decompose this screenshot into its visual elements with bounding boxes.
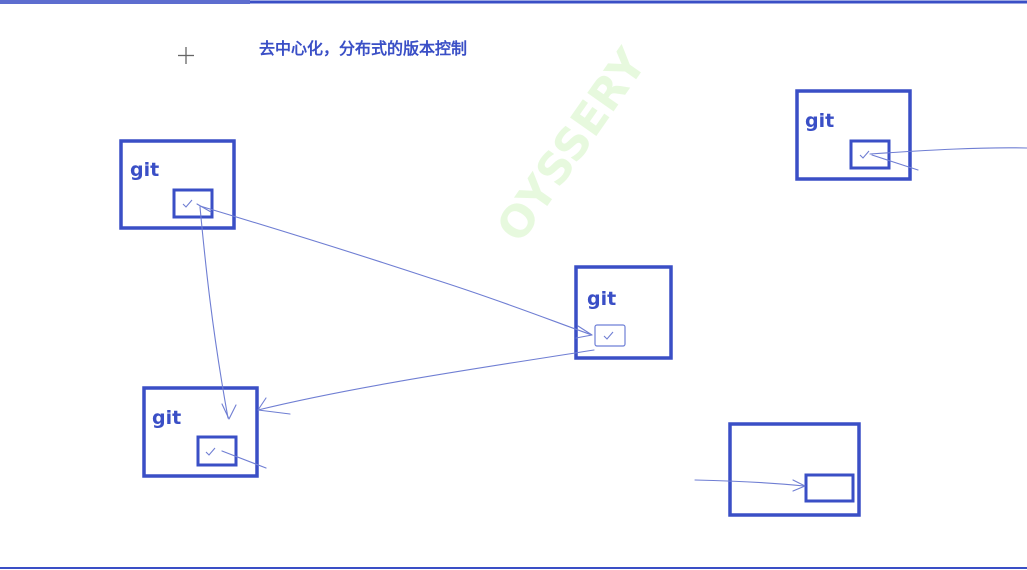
git-node-top-right: git — [795, 89, 912, 181]
arrowhead-icon — [221, 403, 237, 420]
arrow-into-bottomright — [694, 479, 805, 487]
git-node-middle: git — [574, 265, 673, 360]
arrow-topleft-to-middle — [199, 205, 593, 336]
git-node-top-left: git — [119, 139, 236, 230]
arrowhead-icon — [575, 325, 593, 339]
arrow-tail — [871, 154, 919, 171]
node-bottom-right — [728, 422, 861, 517]
watermark-text: OYSSERY — [487, 39, 657, 251]
repository-box — [849, 139, 891, 170]
check-mark-icon — [603, 331, 614, 340]
crosshair-cursor-icon — [178, 47, 194, 64]
check-mark-icon — [859, 150, 870, 159]
arrowhead-icon — [257, 397, 291, 415]
connection-arrows — [196, 147, 1027, 492]
node-label: git — [805, 110, 834, 132]
repository-box — [594, 324, 626, 347]
arrow-topleft-to-bottomleft — [199, 206, 229, 419]
arrow-tail — [221, 450, 267, 469]
node-label: git — [587, 288, 616, 310]
arrow-topright-out — [869, 147, 1027, 155]
git-node-bottom-left: git — [142, 386, 259, 478]
arrow-tail — [196, 203, 212, 213]
repository-box — [196, 435, 238, 467]
repository-box — [804, 473, 855, 503]
arrow-middle-to-bottomleft — [257, 349, 595, 411]
node-label: git — [152, 407, 181, 429]
check-mark-icon — [205, 447, 216, 456]
diagram-title: 去中心化，分布式的版本控制 — [259, 39, 467, 58]
check-mark-icon — [182, 199, 193, 208]
node-label: git — [130, 159, 159, 181]
arrowhead-icon — [792, 479, 806, 492]
repository-box — [172, 188, 214, 219]
